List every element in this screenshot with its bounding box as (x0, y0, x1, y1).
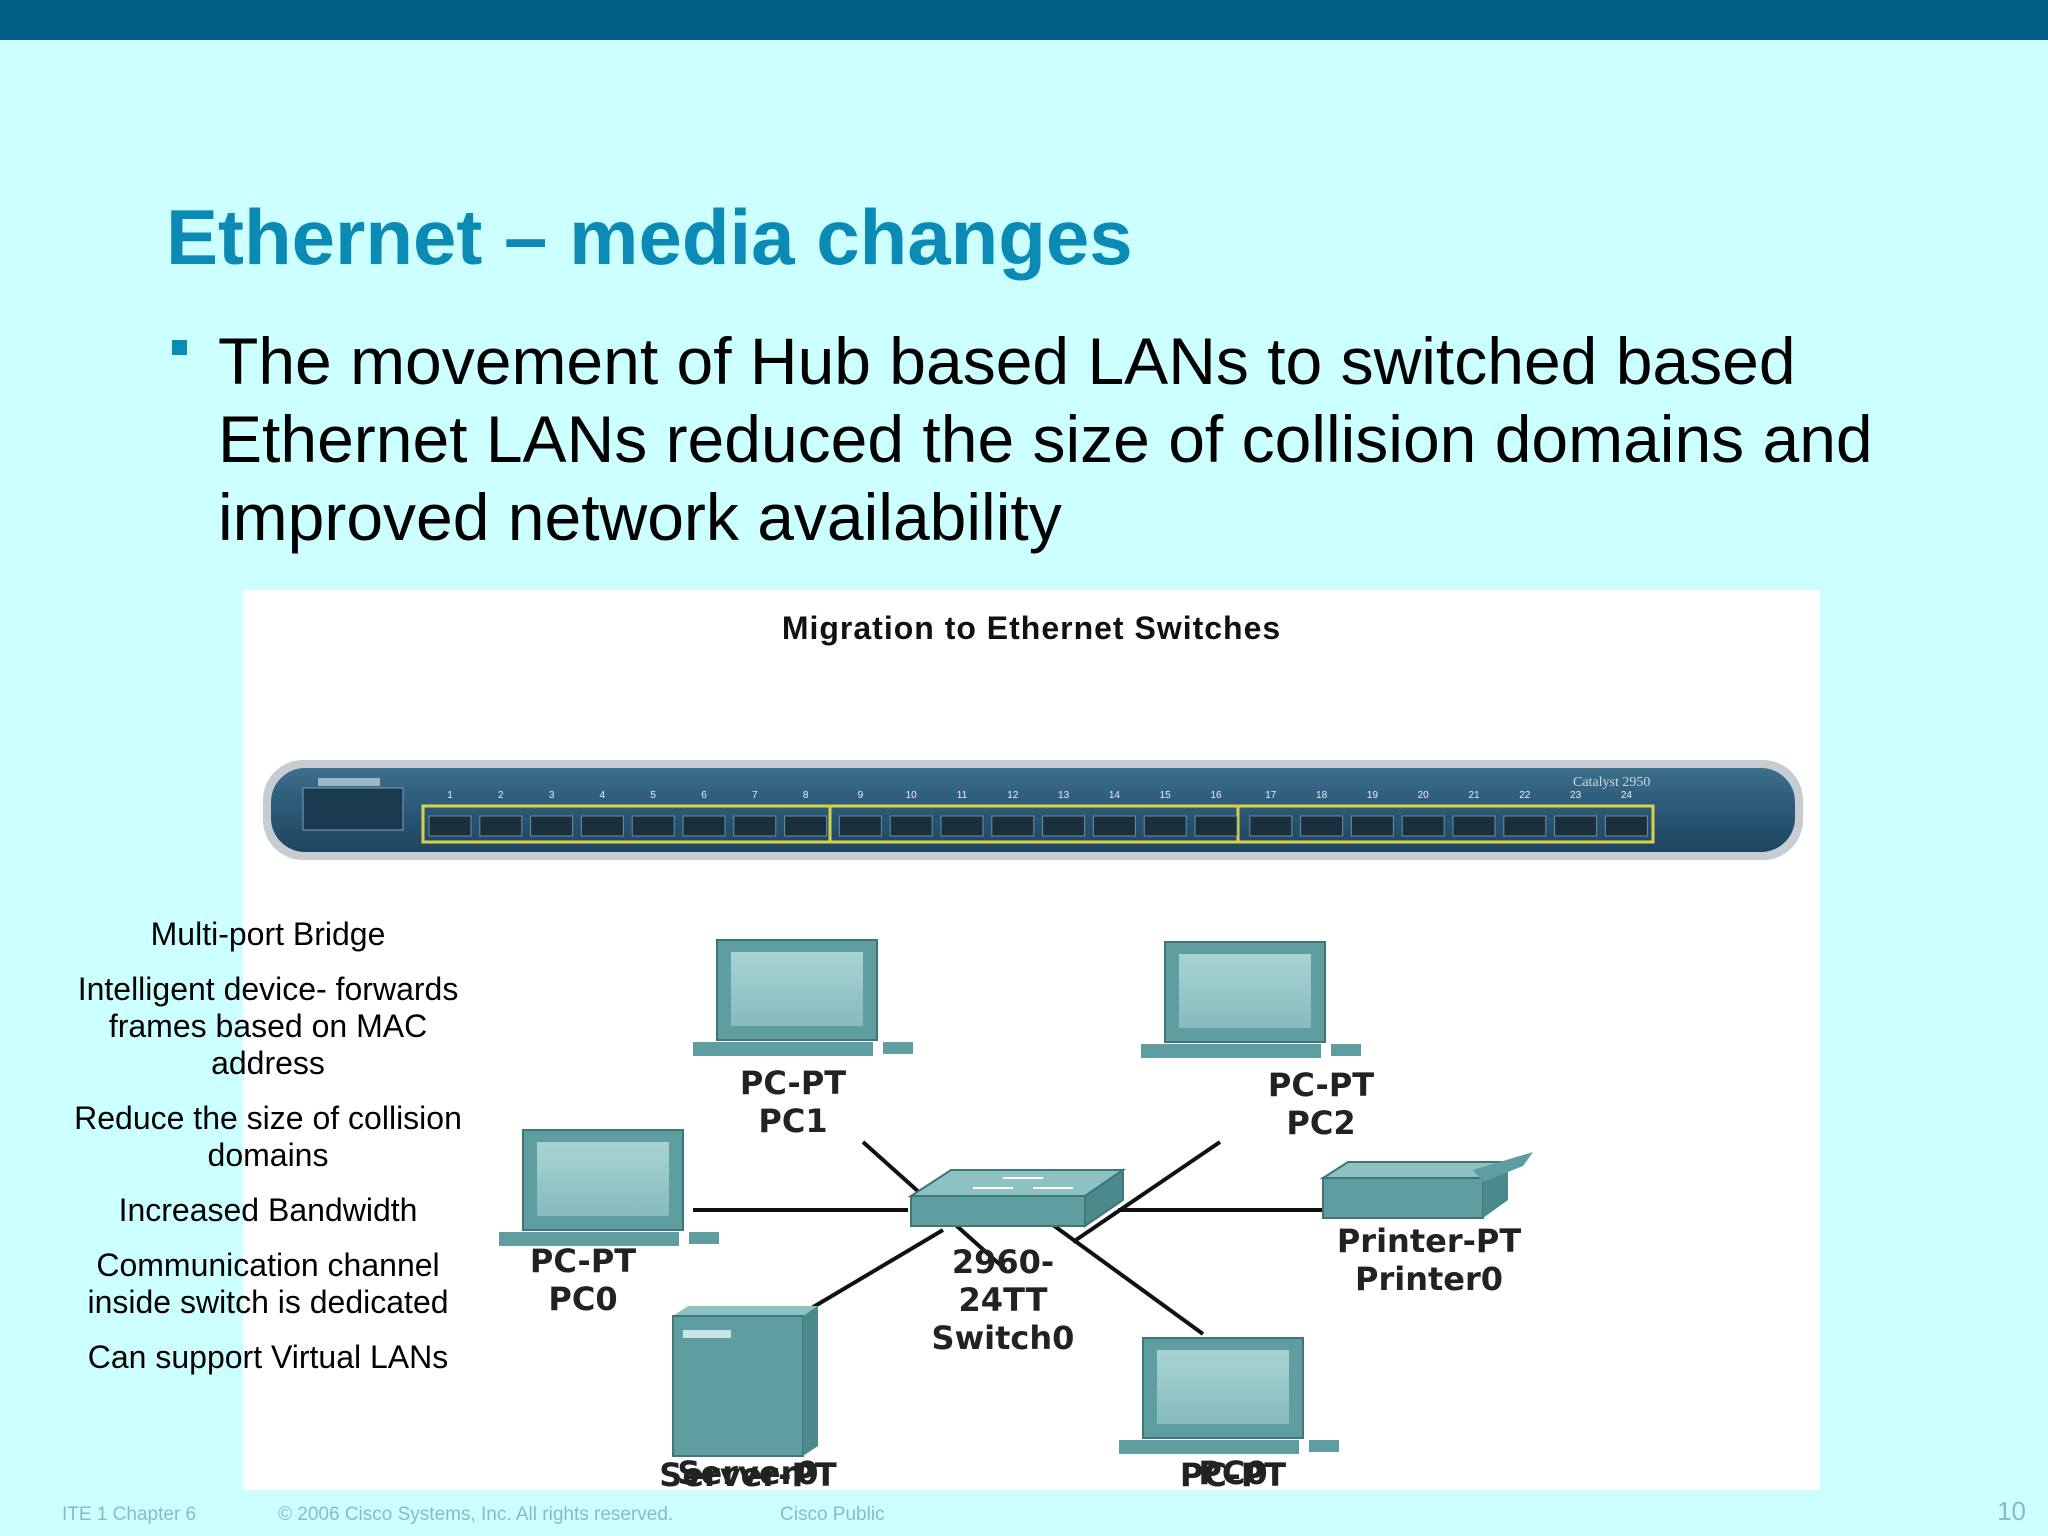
network-diagram: PC-PT PC1 PC-PT PC2 PC-PT PC0 Printer-PT… (499, 939, 1533, 1490)
switch-port (991, 815, 1035, 837)
switch-port (1249, 815, 1293, 837)
switch-port (1042, 815, 1086, 837)
footer-copyright: © 2006 Cisco Systems, Inc. All rights re… (278, 1504, 674, 1525)
switch-port-number: 10 (906, 790, 918, 801)
switch-port-number: 12 (1007, 790, 1019, 801)
printer-name-label: Printer0 (1355, 1260, 1503, 1298)
server-name-label: Server0 (677, 1454, 819, 1492)
switch-port (889, 815, 933, 837)
switch-port (838, 815, 882, 837)
figure-title: Migration to Ethernet Switches (781, 610, 1282, 646)
switch-model-text: Catalyst 2950 (1573, 775, 1650, 790)
pc2-name-label: PC2 (1286, 1104, 1355, 1142)
switch-port-number: 20 (1418, 790, 1430, 801)
switch-port (1092, 815, 1136, 837)
switch-port-number: 13 (1058, 790, 1070, 801)
switch-port (1503, 815, 1547, 837)
pc0-right-name-label: PC0 (1198, 1454, 1268, 1492)
server-type-label: Server-PT (659, 1456, 837, 1490)
switch-port-number: 7 (752, 790, 758, 801)
side-note-item: Can support Virtual LANs (87, 1339, 449, 1375)
side-note-item: Reduce the size of collision domains (74, 1100, 462, 1173)
switch-port-number: 21 (1468, 790, 1480, 801)
side-note-item: Multi-port Bridge (150, 916, 386, 952)
pc0-left-icon (499, 1129, 719, 1246)
pc1-icon (693, 939, 913, 1056)
switch-port-number: 5 (650, 790, 656, 801)
switch-port-number: 22 (1519, 790, 1531, 801)
switch-model-line1: 2960- (952, 1243, 1054, 1281)
switch-port (1401, 815, 1445, 837)
switch-port (1300, 815, 1344, 837)
switch-port (479, 815, 523, 837)
switch-port (530, 815, 574, 837)
switch-port-number: 15 (1160, 790, 1172, 801)
bullet-text: The movement of Hub based LANs to switch… (218, 324, 1873, 554)
switch-port-number: 19 (1367, 790, 1379, 801)
pc0-left-name-label: PC0 (548, 1280, 617, 1318)
pc0-right-icon (1119, 1337, 1339, 1454)
switch-port-number: 16 (1210, 790, 1222, 801)
switch-port (1554, 815, 1598, 837)
switch-port (1194, 815, 1238, 837)
pc0-right-type-label: PC-PT (1180, 1456, 1286, 1490)
switch-port-number: 3 (549, 790, 555, 801)
top-bar (0, 0, 2048, 40)
switch-icon (907, 1168, 1127, 1228)
switch-port (428, 815, 472, 837)
side-note-item: Intelligent device- forwards frames base… (77, 971, 459, 1081)
switch-port-number: 24 (1621, 790, 1633, 801)
page-number: 10 (1997, 1496, 2026, 1526)
switch-port-number: 4 (600, 790, 606, 801)
link-pc2 (1071, 1140, 1222, 1244)
switch-port-number: 14 (1109, 790, 1121, 801)
printer-type-label: Printer-PT (1337, 1222, 1522, 1260)
server-icon (672, 1306, 818, 1457)
switch-port-number: 8 (803, 790, 809, 801)
switch-port-number: 18 (1316, 790, 1328, 801)
printer-icon (1319, 1152, 1533, 1219)
switch-port (1604, 815, 1648, 837)
pc0-left-type-label: PC-PT (530, 1242, 636, 1280)
link-pc0-right (1051, 1223, 1205, 1336)
switch-port (631, 815, 675, 837)
switch-port (1350, 815, 1394, 837)
switch-port-number: 17 (1265, 790, 1277, 801)
switch-port-number: 2 (498, 790, 504, 801)
switch-port-number: 11 (957, 790, 968, 801)
side-note-item: Communication channel inside switch is d… (87, 1247, 449, 1320)
side-note-item: Increased Bandwidth (118, 1192, 418, 1228)
pc1-type-label: PC-PT (740, 1064, 846, 1102)
switch-port-number: 9 (858, 790, 864, 801)
switch-port (784, 815, 828, 837)
switch-port (940, 815, 984, 837)
switch-port (682, 815, 726, 837)
switch-port-number: 1 (447, 790, 453, 801)
switch-port-number: 6 (701, 790, 707, 801)
switch-name-label: Switch0 (932, 1319, 1075, 1357)
switch-port-number: 23 (1570, 790, 1582, 801)
pc2-type-label: PC-PT (1268, 1066, 1374, 1104)
switch-port (733, 815, 777, 837)
bullet-square-icon (172, 340, 187, 355)
footer-chapter: ITE 1 Chapter 6 (62, 1504, 197, 1525)
switch-port (580, 815, 624, 837)
switch-model-line2: 24TT (959, 1281, 1048, 1319)
switch-port (1452, 815, 1496, 837)
slide-title: Ethernet – media changes (166, 193, 1133, 281)
side-notes: Multi-port Bridge Intelligent device- fo… (70, 916, 466, 1394)
pc1-name-label: PC1 (758, 1102, 827, 1140)
switch-port (1143, 815, 1187, 837)
footer-classification: Cisco Public (780, 1504, 885, 1525)
pc2-icon (1141, 941, 1361, 1058)
